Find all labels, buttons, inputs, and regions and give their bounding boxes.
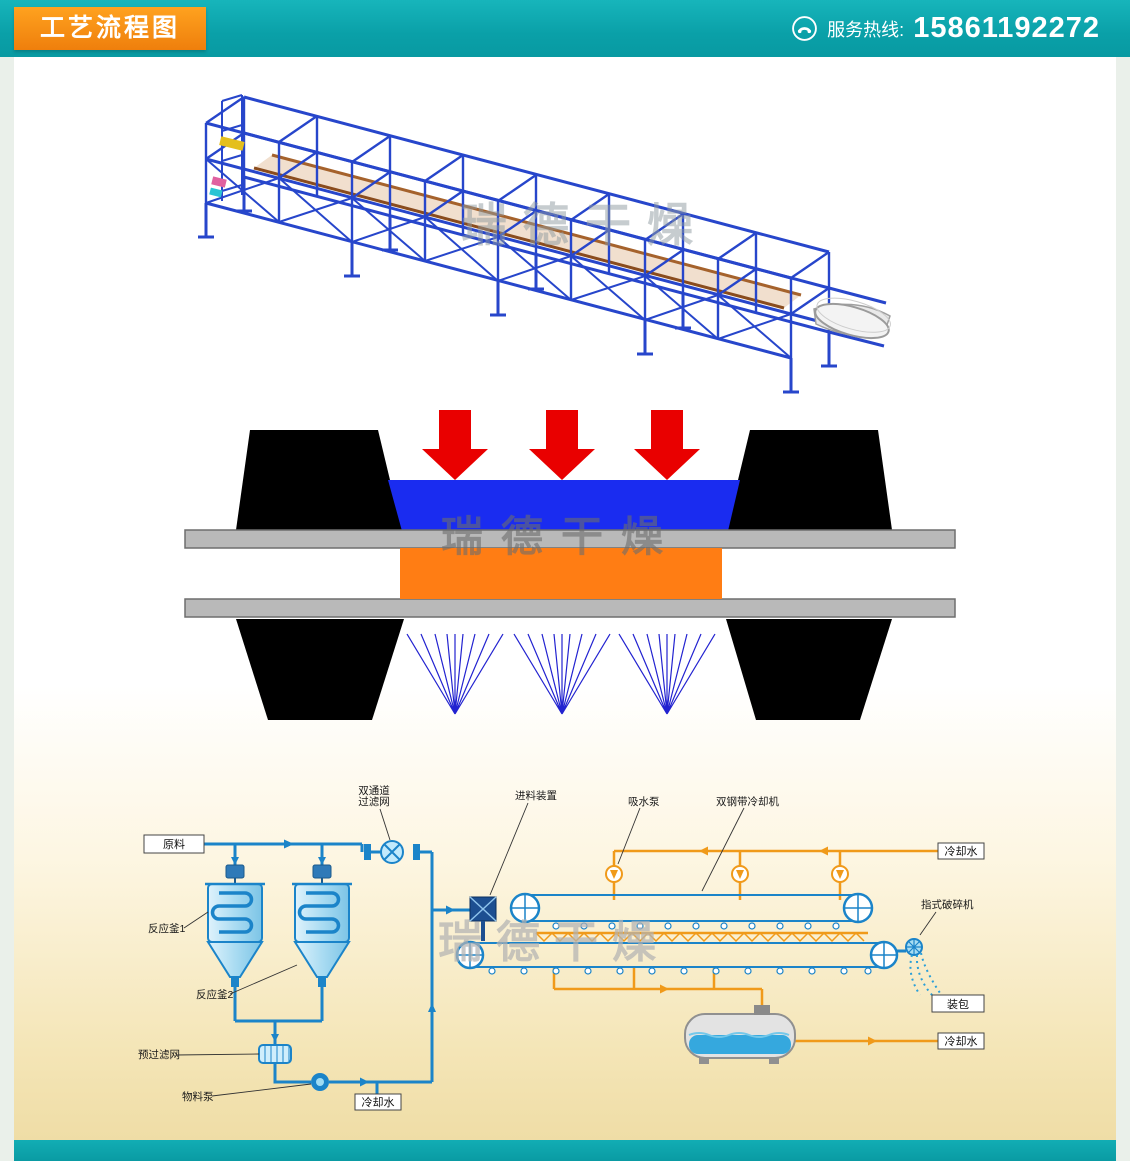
- label-prefilter: 预过滤网: [138, 1048, 180, 1061]
- pipe-arrows-orange: [660, 846, 877, 1046]
- hotline-label: 服务热线:: [827, 19, 905, 40]
- water-tank: [684, 1005, 796, 1064]
- flow-diagram-figure: 原料 冷却水 冷却水 冷却水 装包 双通道 过滤网 进料装置 吸水泵 双钢带冷却…: [138, 784, 985, 1111]
- dual-channel-filter: [364, 840, 420, 864]
- watermark-2: 瑞德干燥: [441, 513, 681, 560]
- suction-pump-symbols: [605, 865, 849, 883]
- process-piping: [204, 839, 906, 1094]
- page-title-badge: 工艺流程图: [14, 7, 207, 50]
- label-feeder: 进料装置: [515, 789, 557, 802]
- steel-belts: [184, 529, 956, 618]
- reactor-2: [292, 864, 352, 987]
- watermark-3: 瑞德干燥: [438, 918, 670, 967]
- material-pump-symbol: [311, 1073, 329, 1091]
- label-cooling-water-mid: 冷却水: [362, 1096, 395, 1109]
- label-raw-material: 原料: [163, 837, 185, 851]
- cross-section-figure: 瑞德干燥: [184, 410, 956, 720]
- watermark-1: 瑞德干燥: [461, 199, 709, 251]
- footer-strip: [14, 1140, 1116, 1161]
- product-spray: [909, 952, 941, 996]
- feed-device: [469, 896, 497, 941]
- hotline-number: 15861192272: [913, 12, 1100, 44]
- flow-labels: 双通道 过滤网 进料装置 吸水泵 双钢带冷却机 反应釜1 反应釜2 预过滤网 物…: [138, 784, 974, 1103]
- reactor-1: [205, 864, 265, 987]
- top-belt-rollers: [552, 922, 840, 930]
- label-cooling-water-top: 冷却水: [945, 845, 978, 858]
- label-material-pump: 物料泵: [182, 1090, 214, 1103]
- conveyor-posts: [204, 96, 831, 358]
- conveyor-legs: [198, 177, 837, 394]
- label-cooling-water-bottom: 冷却水: [945, 1035, 978, 1048]
- crusher-symbol: [905, 938, 941, 996]
- label-crusher: 指式破碎机: [921, 898, 974, 911]
- product-layer: [400, 548, 722, 599]
- label-packing: 装包: [947, 998, 969, 1011]
- feed-arrows: [422, 410, 700, 480]
- flow-boxes: 原料 冷却水 冷却水 冷却水 装包: [143, 834, 985, 1111]
- material-layer: [388, 480, 740, 531]
- discharge-drum: [813, 297, 891, 340]
- label-reactor2: 反应釜2: [196, 988, 233, 1001]
- belt-cooler: [455, 892, 899, 975]
- phone-icon: [792, 16, 818, 41]
- content-card: 瑞德干燥 瑞德干燥: [14, 57, 1116, 1140]
- label-dual-filter-2: 过滤网: [358, 795, 390, 808]
- page-header: 工艺流程图 服务热线: 15861192272: [0, 0, 1130, 57]
- lower-belt-rollers: [488, 967, 872, 975]
- cooling-water-piping: [535, 846, 938, 1046]
- spray-fans: [406, 633, 716, 715]
- pipe-arrows-blue: [231, 839, 455, 1087]
- conveyor-head-tower: [209, 94, 245, 201]
- label-dual-filter-1: 双通道: [358, 784, 390, 797]
- label-suction-pump: 吸水泵: [628, 796, 660, 808]
- drum-wedges: [236, 430, 892, 720]
- label-reactor1: 反应釜1: [148, 922, 185, 935]
- hotline: 服务热线: 15861192272: [791, 12, 1100, 45]
- prefilter-symbol: [258, 1044, 292, 1064]
- conveyor-figure: 瑞德干燥: [198, 94, 891, 394]
- label-belt-cooler: 双钢带冷却机: [716, 795, 779, 808]
